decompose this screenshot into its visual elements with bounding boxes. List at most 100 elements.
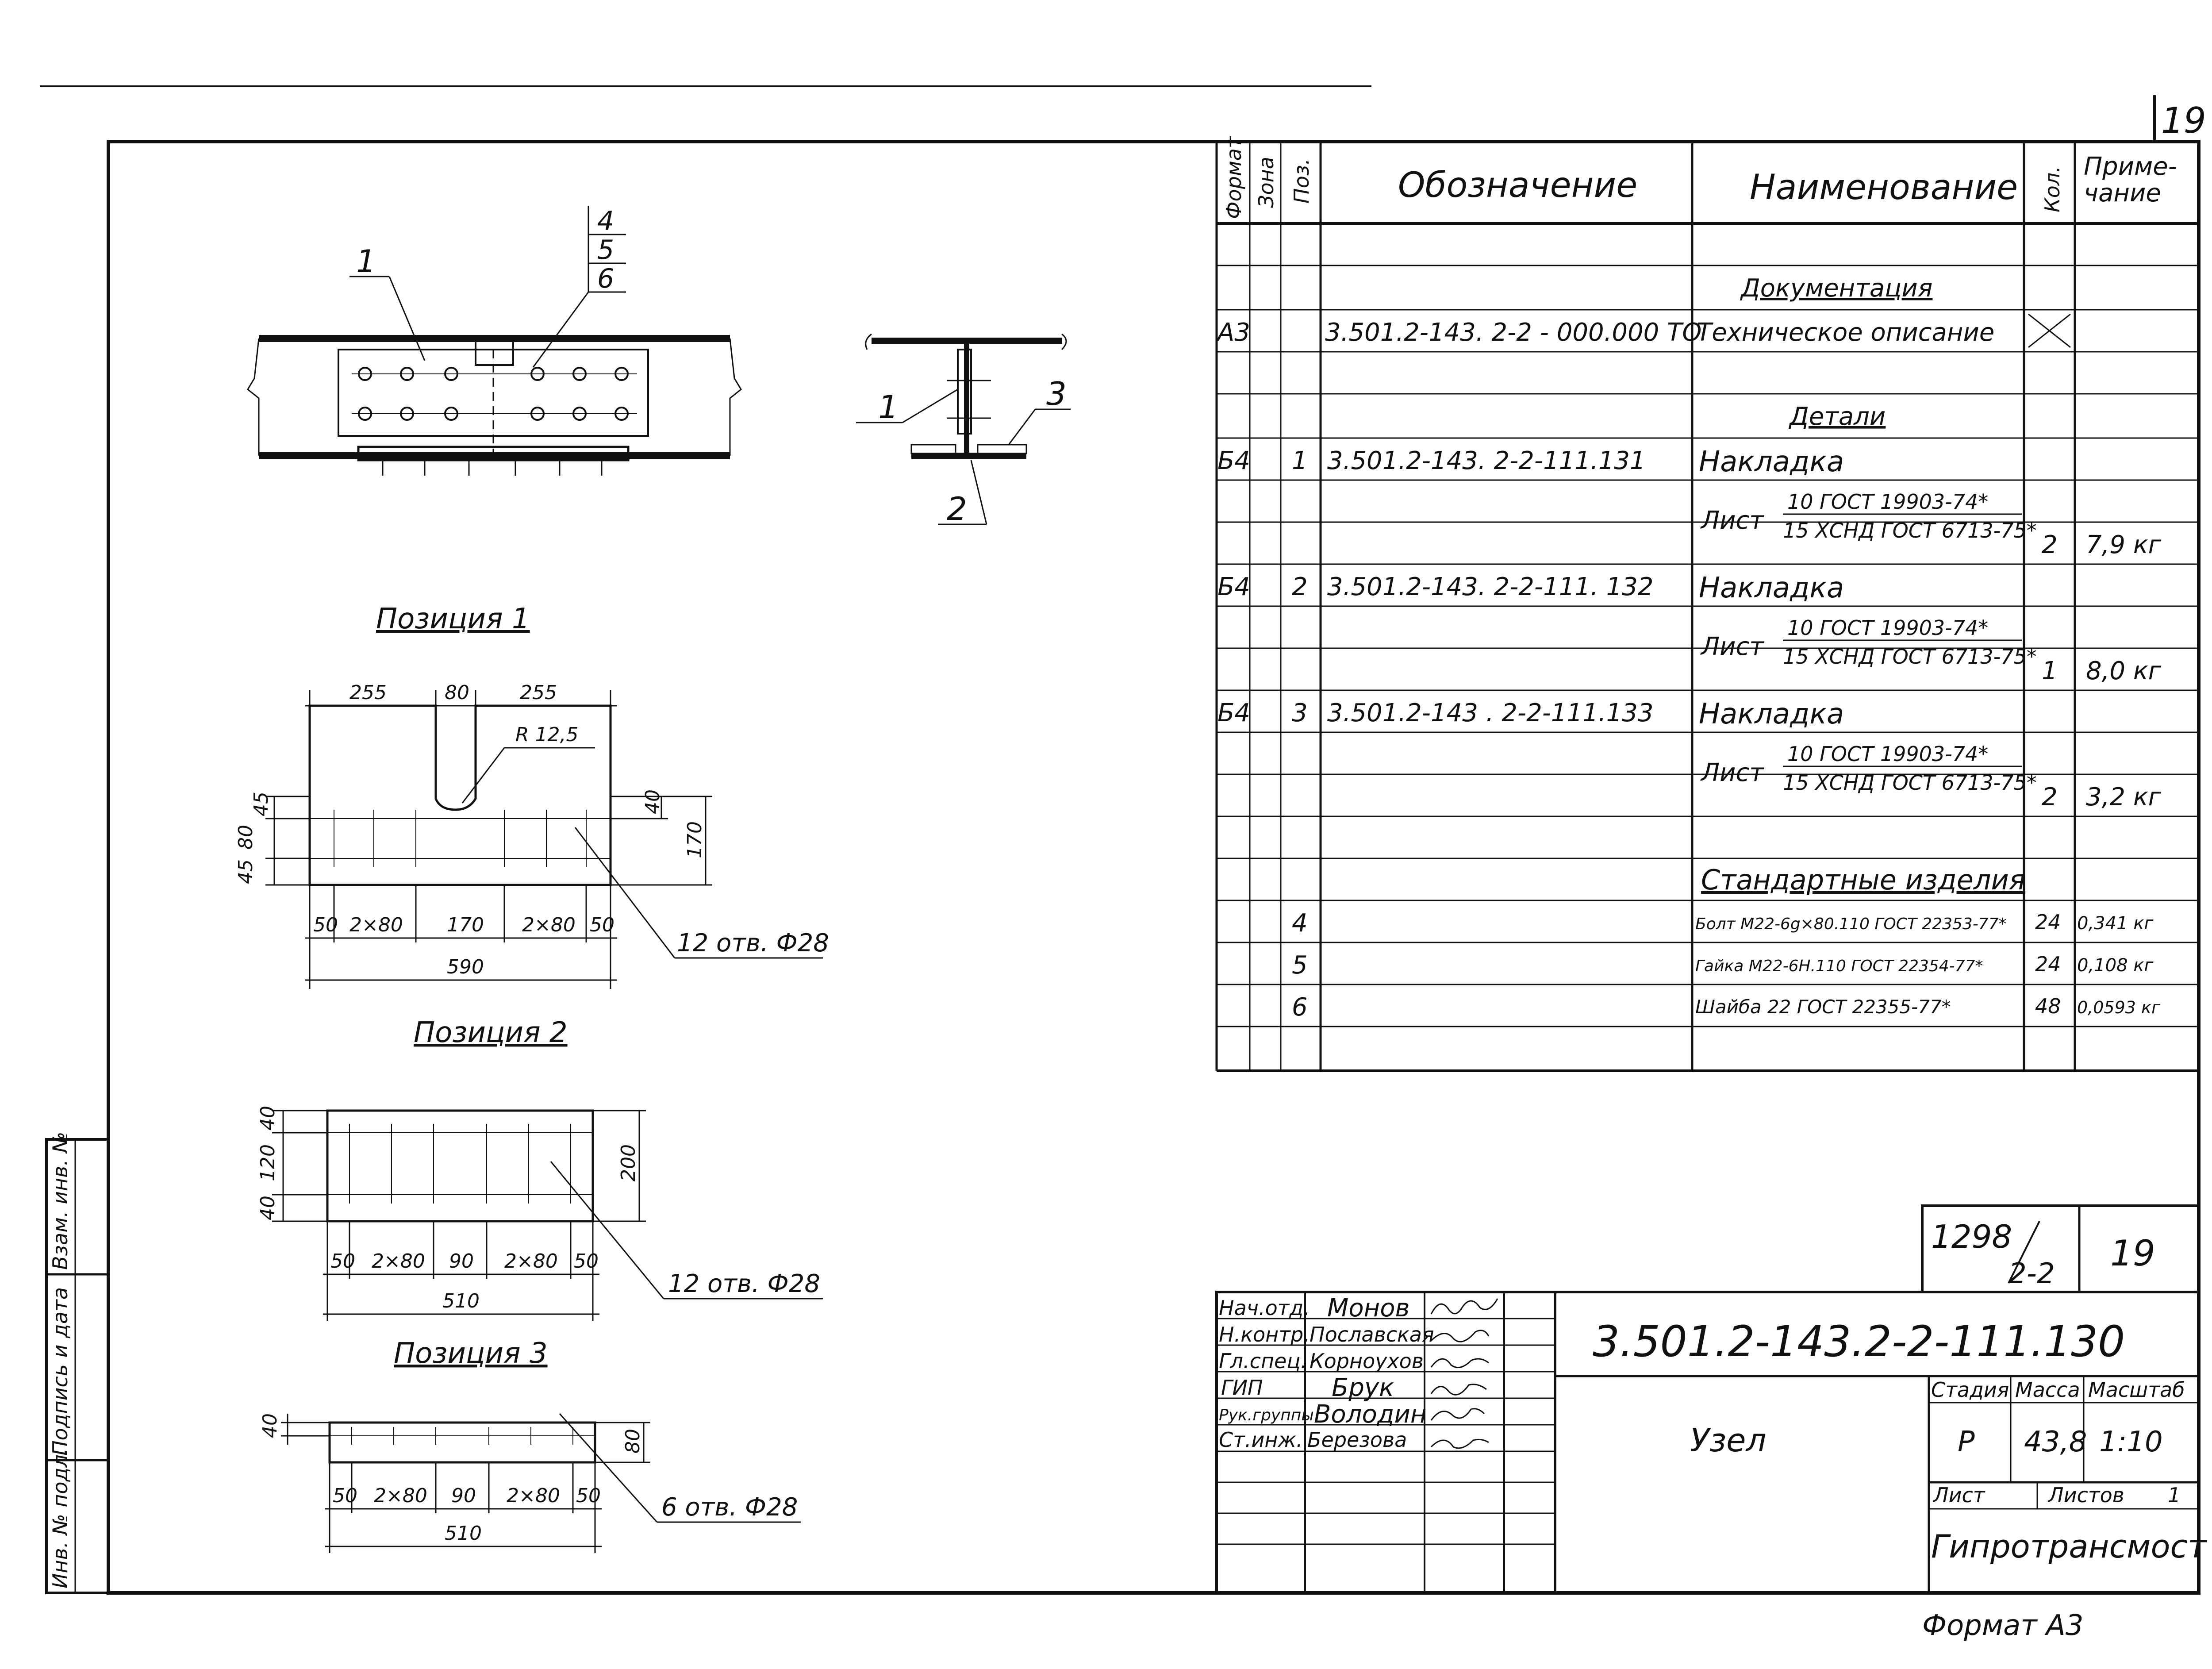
standard-row-6: 6 Шайба 22 ГОСТ 22355-77* 48 0,0593 кг bbox=[1292, 993, 2161, 1022]
svg-text:Володин: Володин bbox=[1314, 1400, 1426, 1429]
position-3: Позиция 3 40 80 50 2×80 90 2×80 50 bbox=[259, 1337, 801, 1553]
svg-text:6: 6 bbox=[1292, 993, 1308, 1022]
qty-cross-icon bbox=[2028, 313, 2071, 348]
svg-text:7,9 кг: 7,9 кг bbox=[2086, 531, 2162, 559]
svg-text:2×80: 2×80 bbox=[372, 1250, 425, 1273]
title-block: 1298 2-2 19 Нач.отд. Мон bbox=[1215, 1204, 2207, 1594]
callout-plan-4: 4 bbox=[597, 206, 614, 237]
section-view: 1 3 2 bbox=[856, 333, 1071, 527]
svg-text:Лист: Лист bbox=[1700, 758, 1764, 787]
section-details: Детали bbox=[1788, 402, 1886, 431]
svg-text:2×80: 2×80 bbox=[507, 1484, 560, 1507]
stamp-sign-date: Подпись и дата bbox=[48, 1287, 72, 1456]
callout-plan-5: 5 bbox=[597, 235, 614, 265]
svg-text:Лист: Лист bbox=[1700, 506, 1764, 535]
doc-format: А3 bbox=[1216, 318, 1250, 347]
svg-text:Нач.отд.: Нач.отд. bbox=[1219, 1296, 1310, 1320]
svg-text:Накладка: Накладка bbox=[1699, 698, 1844, 731]
svg-text:3,2 кг: 3,2 кг bbox=[2086, 783, 2162, 811]
svg-text:80: 80 bbox=[234, 825, 257, 850]
stamp-replace-inv: Взам. инв. № bbox=[48, 1132, 72, 1270]
svg-text:50: 50 bbox=[330, 1250, 355, 1273]
sheet-number-box: 19 bbox=[2153, 95, 2206, 143]
header-name: Наименование bbox=[1750, 168, 2018, 208]
svg-text:Гл.спец.: Гл.спец. bbox=[1219, 1349, 1307, 1373]
drawing-frame bbox=[107, 140, 2200, 1595]
svg-text:Лист: Лист bbox=[1700, 632, 1764, 661]
stamp-inv-no: Инв. № подл. bbox=[48, 1448, 72, 1588]
svg-text:Ст.инж.: Ст.инж. bbox=[1219, 1428, 1303, 1452]
svg-text:R 12,5: R 12,5 bbox=[515, 723, 579, 746]
album-sheet: 19 bbox=[2110, 1233, 2155, 1274]
svg-text:2: 2 bbox=[2042, 783, 2058, 811]
document-name: Узел bbox=[1690, 1422, 1766, 1459]
svg-text:40: 40 bbox=[257, 1106, 279, 1131]
svg-text:Монов: Монов bbox=[1327, 1294, 1409, 1323]
svg-text:Брук: Брук bbox=[1332, 1373, 1394, 1402]
svg-text:10 ГОСТ 19903-74*: 10 ГОСТ 19903-74* bbox=[1787, 742, 1988, 766]
svg-text:10 ГОСТ 19903-74*: 10 ГОСТ 19903-74* bbox=[1787, 490, 1988, 514]
svg-text:10 ГОСТ 19903-74*: 10 ГОСТ 19903-74* bbox=[1787, 616, 1988, 640]
svg-text:Березова: Березова bbox=[1307, 1428, 1407, 1452]
svg-text:510: 510 bbox=[445, 1522, 482, 1545]
svg-text:0,0593 кг: 0,0593 кг bbox=[2077, 998, 2161, 1017]
section-standard: Стандартные изделия bbox=[1701, 864, 2025, 896]
header-format: Формат bbox=[1222, 136, 1246, 219]
svg-text:200: 200 bbox=[617, 1144, 640, 1181]
svg-text:0,108 кг: 0,108 кг bbox=[2077, 955, 2154, 976]
callout-section-3: 3 bbox=[1046, 375, 1067, 412]
pos2-title: Позиция 2 bbox=[414, 1016, 568, 1049]
header-zone: Зона bbox=[1254, 157, 1278, 208]
svg-text:Н.контр.: Н.контр. bbox=[1219, 1323, 1310, 1346]
svg-text:120: 120 bbox=[257, 1144, 279, 1181]
svg-text:3.501.2-143. 2-2-111.131: 3.501.2-143. 2-2-111.131 bbox=[1327, 446, 1646, 475]
svg-text:50: 50 bbox=[576, 1484, 601, 1507]
doc-name: Техническое описание bbox=[1697, 318, 1994, 347]
svg-text:90: 90 bbox=[451, 1484, 476, 1507]
plan-bolts bbox=[352, 367, 637, 421]
svg-text:5: 5 bbox=[1292, 951, 1308, 980]
svg-text:2×80: 2×80 bbox=[349, 914, 403, 936]
svg-text:2×80: 2×80 bbox=[374, 1484, 427, 1507]
svg-text:80: 80 bbox=[445, 681, 469, 704]
svg-text:590: 590 bbox=[447, 956, 484, 978]
svg-text:Листов: Листов bbox=[2047, 1483, 2124, 1507]
svg-text:Гайка М22-6Н.110 ГОСТ 22354-77: Гайка М22-6Н.110 ГОСТ 22354-77* bbox=[1695, 957, 1983, 975]
svg-text:255: 255 bbox=[349, 681, 387, 704]
callout-plan-6: 6 bbox=[597, 263, 614, 294]
svg-text:1: 1 bbox=[2042, 657, 2058, 685]
svg-text:15 ХСНД ГОСТ 6713-75*: 15 ХСНД ГОСТ 6713-75* bbox=[1783, 645, 2037, 669]
svg-text:2×80: 2×80 bbox=[504, 1250, 558, 1273]
svg-text:50: 50 bbox=[574, 1250, 599, 1273]
svg-text:Накладка: Накладка bbox=[1699, 572, 1844, 604]
section-documentation: Документация bbox=[1740, 274, 1932, 303]
svg-text:255: 255 bbox=[520, 681, 557, 704]
svg-text:48: 48 bbox=[2035, 994, 2061, 1018]
album-number: 1298 bbox=[1931, 1218, 2012, 1255]
svg-text:8,0 кг: 8,0 кг bbox=[2086, 657, 2162, 685]
svg-text:50: 50 bbox=[333, 1484, 357, 1507]
doc-designation: 3.501.2-143. 2-2 - 000.000 ТО bbox=[1325, 318, 1701, 347]
svg-text:80: 80 bbox=[622, 1429, 644, 1454]
svg-text:Б4: Б4 bbox=[1217, 573, 1250, 601]
svg-text:40: 40 bbox=[641, 789, 664, 814]
side-stamp: Инв. № подл. Подпись и дата Взам. инв. № bbox=[45, 1132, 110, 1594]
svg-text:Накладка: Накладка bbox=[1699, 446, 1844, 478]
svg-text:2: 2 bbox=[1292, 573, 1308, 601]
format-label: Формат А3 bbox=[1922, 1609, 2084, 1642]
detail-row-3: Б4 3 3.501.2-143 . 2-2-111.133 Накладка … bbox=[1217, 698, 2162, 811]
svg-text:Стадия: Стадия bbox=[1931, 1378, 2009, 1402]
svg-text:43,8: 43,8 bbox=[2024, 1426, 2087, 1458]
svg-text:3.501.2-143 . 2-2-111.133: 3.501.2-143 . 2-2-111.133 bbox=[1327, 699, 1654, 727]
svg-text:15 ХСНД ГОСТ 6713-75*: 15 ХСНД ГОСТ 6713-75* bbox=[1783, 519, 2037, 542]
svg-text:Масса: Масса bbox=[2015, 1378, 2080, 1402]
svg-text:3.501.2-143. 2-2-111. 132: 3.501.2-143. 2-2-111. 132 bbox=[1327, 573, 1654, 601]
pos1-title: Позиция 1 bbox=[376, 603, 530, 635]
position-1: Позиция 1 255 80 255 R 12,5 45 80 45 bbox=[234, 603, 829, 989]
svg-text:12 отв. Ф28: 12 отв. Ф28 bbox=[668, 1269, 820, 1298]
svg-text:Рук.группы: Рук.группы bbox=[1219, 1406, 1314, 1424]
document-code: 3.501.2-143.2-2-111.130 bbox=[1593, 1317, 2125, 1366]
header-note-2: чание bbox=[2084, 179, 2161, 208]
standard-row-5: 5 Гайка М22-6Н.110 ГОСТ 22354-77* 24 0,1… bbox=[1292, 951, 2154, 980]
